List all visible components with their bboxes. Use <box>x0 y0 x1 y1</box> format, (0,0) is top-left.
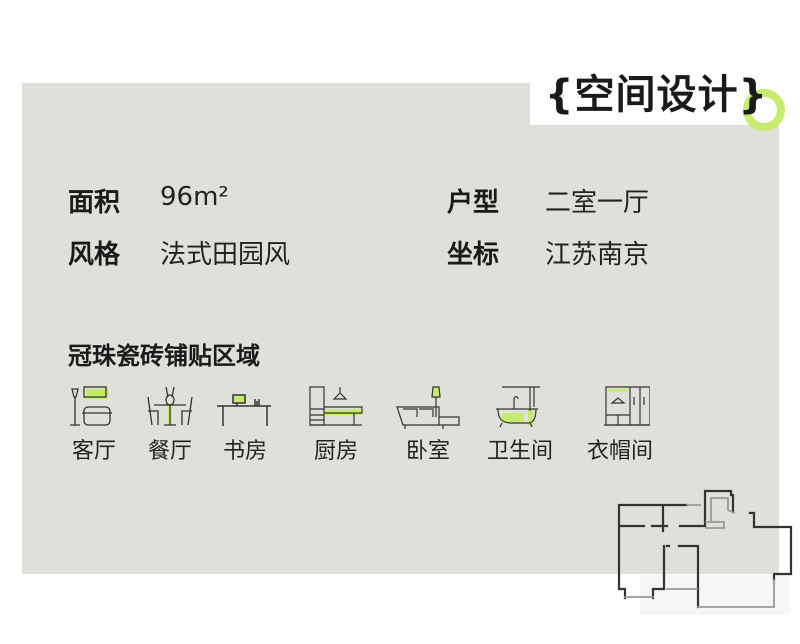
room-label: 卧室 <box>405 439 450 464</box>
dining-room-icon <box>147 386 193 426</box>
info-value-location: 江苏南京 <box>545 240 650 270</box>
room-label: 餐厅 <box>147 439 192 464</box>
info-value-layout: 二室一厅 <box>545 188 650 218</box>
room-kitchen: 厨房 <box>296 385 376 465</box>
room-label: 书房 <box>222 439 267 464</box>
page-title: {空间设计} <box>545 72 768 118</box>
room-living: 客厅 <box>54 385 134 465</box>
floor-plan <box>617 489 793 615</box>
info-label-area: 面积 <box>68 188 121 218</box>
cloakroom-icon <box>604 386 650 426</box>
room-bathroom: 卫生间 <box>480 385 560 465</box>
room-label: 客厅 <box>71 439 116 464</box>
title-box <box>530 60 779 125</box>
info-value-style: 法式田园风 <box>160 240 291 270</box>
kitchen-icon <box>309 386 363 426</box>
info-value-area: 96m² <box>160 182 229 212</box>
room-label: 厨房 <box>313 439 358 464</box>
section-title: 冠珠瓷砖铺贴区域 <box>68 342 260 370</box>
room-dining: 餐厅 <box>130 385 210 465</box>
background-panel <box>22 83 779 574</box>
info-label-layout: 户型 <box>447 188 500 218</box>
info-label-location: 坐标 <box>447 240 500 270</box>
room-bedroom: 卧室 <box>388 385 468 465</box>
accent-ring <box>743 89 785 131</box>
living-room-icon <box>70 386 112 426</box>
study-icon <box>217 394 271 426</box>
room-label: 卫生间 <box>486 439 553 464</box>
bathroom-icon <box>496 386 540 428</box>
room-label: 衣帽间 <box>586 439 653 464</box>
bedroom-icon <box>396 386 460 429</box>
room-cloakroom: 衣帽间 <box>580 385 660 465</box>
info-label-style: 风格 <box>68 240 121 270</box>
room-study: 书房 <box>205 385 285 465</box>
